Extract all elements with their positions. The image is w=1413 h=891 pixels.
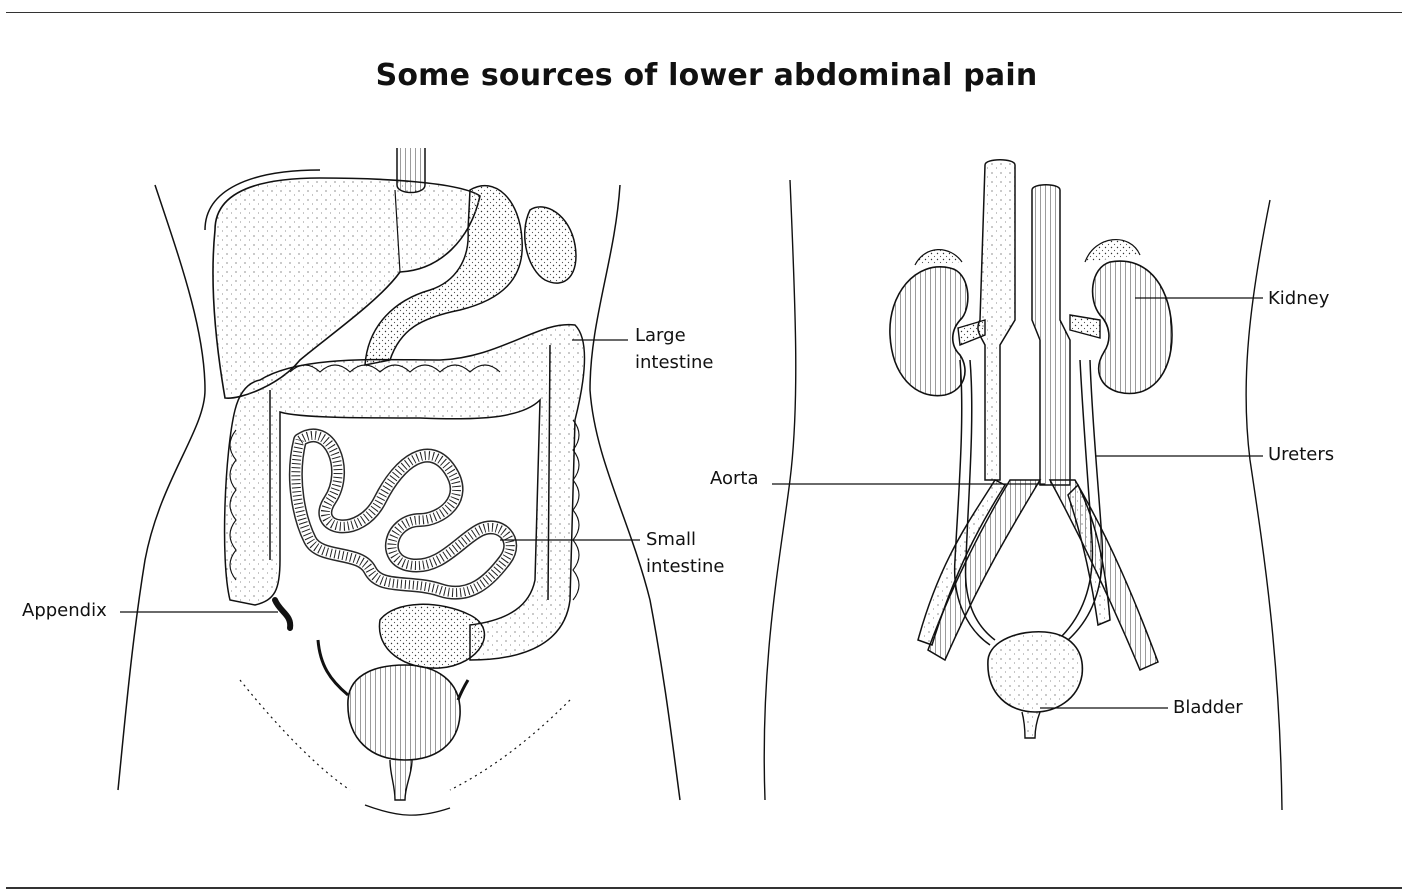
label-large-intestine: Large intestine [635,322,713,376]
spleen [525,207,576,283]
label-small-intestine-line1: Small [646,526,724,553]
label-small-intestine: Small intestine [646,526,724,580]
kidney-right [1093,261,1172,393]
aorta-vessel [1032,185,1070,485]
label-kidney: Kidney [1268,285,1329,312]
label-large-intestine-line1: Large [635,322,713,349]
bladder-left [348,665,460,760]
sigmoid-colon [379,604,484,668]
appendix [275,600,290,628]
label-appendix: Appendix [22,597,107,624]
label-small-intestine-line2: intestine [646,553,724,580]
label-aorta: Aorta [710,465,759,492]
label-bladder: Bladder [1173,694,1243,721]
label-ureters: Ureters [1268,441,1334,468]
kidney-left [890,267,968,396]
bladder-right [988,632,1082,712]
label-large-intestine-line2: intestine [635,349,713,376]
